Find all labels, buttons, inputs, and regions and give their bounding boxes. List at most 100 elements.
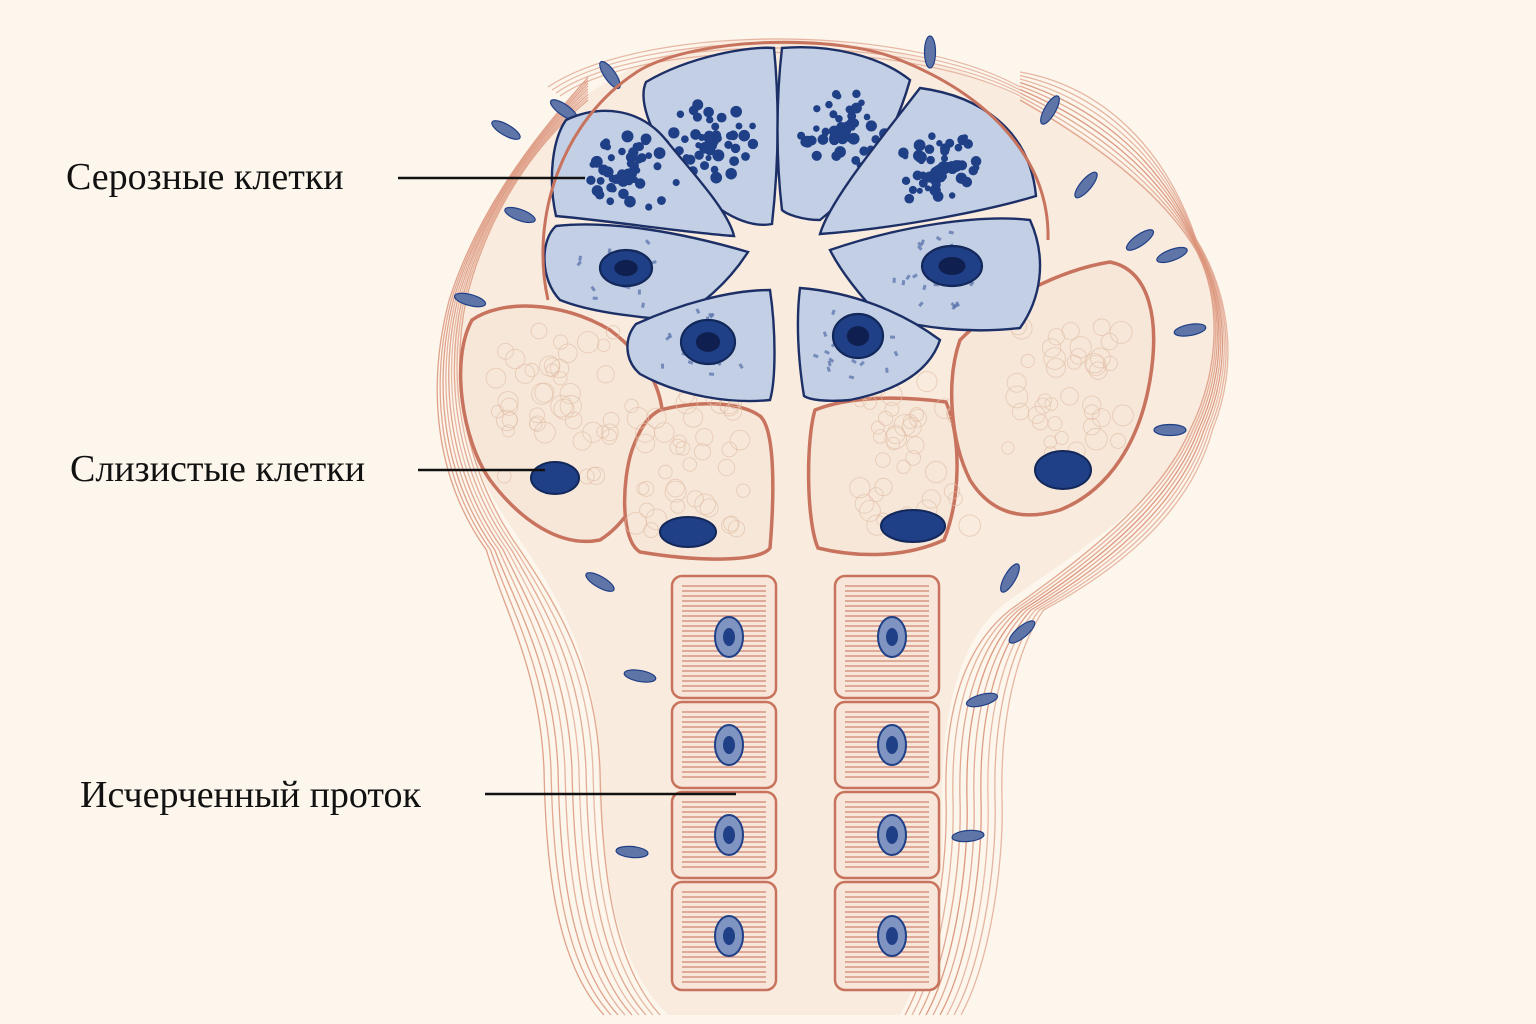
rough-er-stack <box>695 308 701 315</box>
nucleolus <box>614 259 638 277</box>
zymogen-granule <box>936 140 943 147</box>
mucinogen-droplet <box>1085 354 1107 377</box>
fiber-line <box>445 85 626 1016</box>
zymogen-granule <box>645 203 653 211</box>
rough-er-stack <box>826 366 831 373</box>
mucinogen-droplet <box>1085 427 1108 451</box>
zymogen-granule <box>912 170 923 181</box>
mucinogen-droplet <box>1047 328 1065 346</box>
rough-er-stack <box>831 309 836 316</box>
zymogen-granule <box>948 192 956 199</box>
mucinogen-droplet <box>1100 332 1119 351</box>
zymogen-granule <box>914 151 927 164</box>
mucinogen-droplet <box>596 338 611 352</box>
mucinogen-droplet <box>557 343 578 364</box>
mucinogen-droplet <box>501 411 519 429</box>
zymogen-granule <box>685 154 696 165</box>
zymogen-granule <box>625 177 634 186</box>
serous-cell <box>642 46 779 226</box>
zymogen-granule <box>629 161 639 171</box>
fiber-line <box>904 99 1215 1016</box>
mucinogen-droplet <box>602 411 620 429</box>
zymogen-granule <box>705 155 712 162</box>
fibroblast-nucleus <box>923 35 937 69</box>
fibroblast-nucleus <box>504 206 536 224</box>
rough-er-stack <box>917 241 924 247</box>
rough-er-stack <box>637 289 641 295</box>
zymogen-granule <box>859 146 869 156</box>
nucleolus <box>938 257 966 275</box>
zymogen-granule <box>931 180 941 190</box>
mucinogen-droplet <box>636 482 650 496</box>
mucinogen-droplet <box>884 401 900 417</box>
zymogen-granule <box>845 105 854 114</box>
mucinogen-droplet <box>485 367 507 389</box>
rough-er-stack <box>738 363 744 370</box>
zymogen-granule <box>908 185 917 195</box>
zymogen-granule <box>829 110 838 119</box>
mucinogen-droplet <box>495 409 518 432</box>
mucinogen-droplet <box>1084 353 1105 374</box>
mucinogen-droplet <box>872 429 888 444</box>
zymogen-granule <box>831 151 842 161</box>
zymogen-granule <box>716 112 727 123</box>
zymogen-granule <box>940 154 949 162</box>
mucous-cell-nucleus <box>530 461 580 495</box>
zymogen-granule <box>710 165 719 174</box>
zymogen-granule <box>852 89 861 99</box>
rough-er-stack <box>889 335 896 339</box>
rough-er-stack <box>918 301 924 308</box>
mucinogen-droplet <box>870 420 885 435</box>
zymogen-granule <box>904 193 915 204</box>
duct-cell <box>670 880 778 992</box>
fiber-line <box>960 71 1229 1016</box>
zymogen-granule <box>901 176 911 186</box>
fibroblast-nucleus <box>1173 323 1207 337</box>
fibroblast-nucleus <box>1040 95 1060 125</box>
mucinogen-droplet <box>906 436 925 455</box>
zymogen-granule <box>749 122 756 130</box>
fibroblast-nucleus <box>1156 246 1188 264</box>
zymogen-granule <box>618 147 626 156</box>
rough-er-stack <box>578 255 582 261</box>
fiber-line <box>911 95 1217 1016</box>
fibroblast-nucleus <box>1074 171 1098 199</box>
mucous-cell-nucleus <box>1034 450 1092 490</box>
mucinogen-droplet <box>1041 338 1062 358</box>
mucinogen-droplet <box>902 414 918 430</box>
serous-cell <box>796 286 942 402</box>
nucleolus <box>723 927 735 945</box>
zymogen-granule <box>741 152 750 161</box>
mucinogen-droplet <box>859 499 881 522</box>
mucinogen-droplet <box>672 434 687 449</box>
rough-er-stack <box>651 260 657 265</box>
mucinogen-droplet <box>1110 433 1127 449</box>
mucinogen-droplet <box>534 421 556 444</box>
zymogen-granule <box>940 143 951 154</box>
mucinogen-droplet <box>958 514 981 537</box>
mucinogen-droplet <box>1060 387 1079 406</box>
mucinogen-droplet <box>1001 441 1015 455</box>
mucinogen-droplet <box>658 464 673 480</box>
duct-cell <box>833 574 941 700</box>
zymogen-granule <box>950 160 963 172</box>
mucinogen-droplet <box>1027 405 1046 424</box>
zymogen-granule <box>926 155 935 165</box>
mucinogen-droplet <box>505 348 526 370</box>
rough-er-stack <box>660 363 665 369</box>
zymogen-granule <box>672 178 680 187</box>
zymogen-granule <box>692 99 704 111</box>
serous-cell <box>776 46 912 222</box>
mucinogen-droplet <box>1034 397 1051 415</box>
rough-er-stack <box>576 260 582 267</box>
nucleolus <box>886 736 898 754</box>
rough-er-stack <box>950 302 957 308</box>
rough-er-stack <box>892 277 896 283</box>
fiber-line <box>451 91 640 1016</box>
rough-er-stack <box>641 302 645 308</box>
mucous-cell <box>806 368 981 557</box>
zymogen-granule <box>916 187 923 194</box>
duct-cell <box>670 700 778 790</box>
mucinogen-droplet <box>529 407 545 424</box>
mucinogen-droplet <box>699 498 719 518</box>
